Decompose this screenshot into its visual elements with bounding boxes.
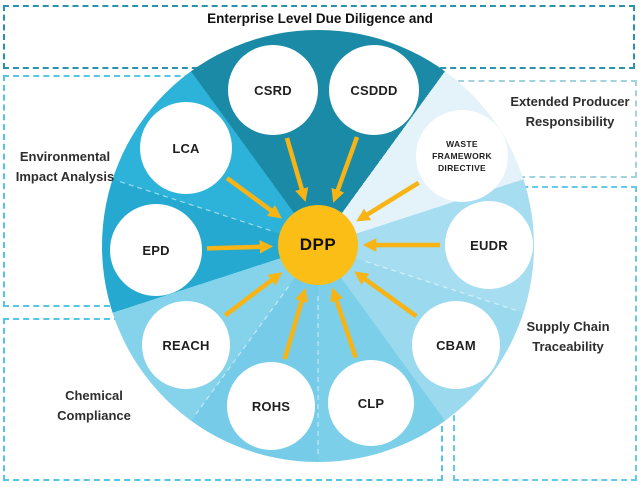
category-label-environmental: Environmental Impact Analysis [15,149,115,184]
node-csrd: CSRD [228,45,318,135]
center-node-dpp: DPP [278,205,358,285]
node-eudr: EUDR [445,201,533,289]
center-node-label: DPP [299,235,337,254]
node-label-lca: LCA [172,140,200,156]
node-csddd: CSDDD [329,45,419,135]
node-label-reach: REACH [162,337,210,353]
category-label-chemical: Chemical Compliance [57,388,131,423]
category-label-supply: Supply Chain Traceability [526,319,610,354]
node-label-cbam: CBAM [436,337,476,353]
node-label-clp: CLP [357,395,385,411]
node-label-waste: WASTE FRAMEWORK DIRECTIVE [432,138,492,174]
node-cbam: CBAM [412,301,500,389]
node-label-csrd: CSRD [254,82,292,98]
node-label-rohs: ROHS [251,398,291,414]
node-rohs: ROHS [227,362,315,450]
node-waste: WASTE FRAMEWORK DIRECTIVE [416,110,508,202]
diagram-title: Enterprise Level Due Diligence and [207,11,433,26]
node-reach: REACH [142,301,230,389]
node-epd: EPD [110,204,202,296]
node-label-epd: EPD [142,242,170,258]
node-label-csddd: CSDDD [350,82,398,98]
category-label-epr: Extended Producer Responsibility [510,94,630,129]
node-label-eudr: EUDR [470,237,508,253]
node-clp: CLP [328,360,414,446]
node-lca: LCA [140,102,232,194]
